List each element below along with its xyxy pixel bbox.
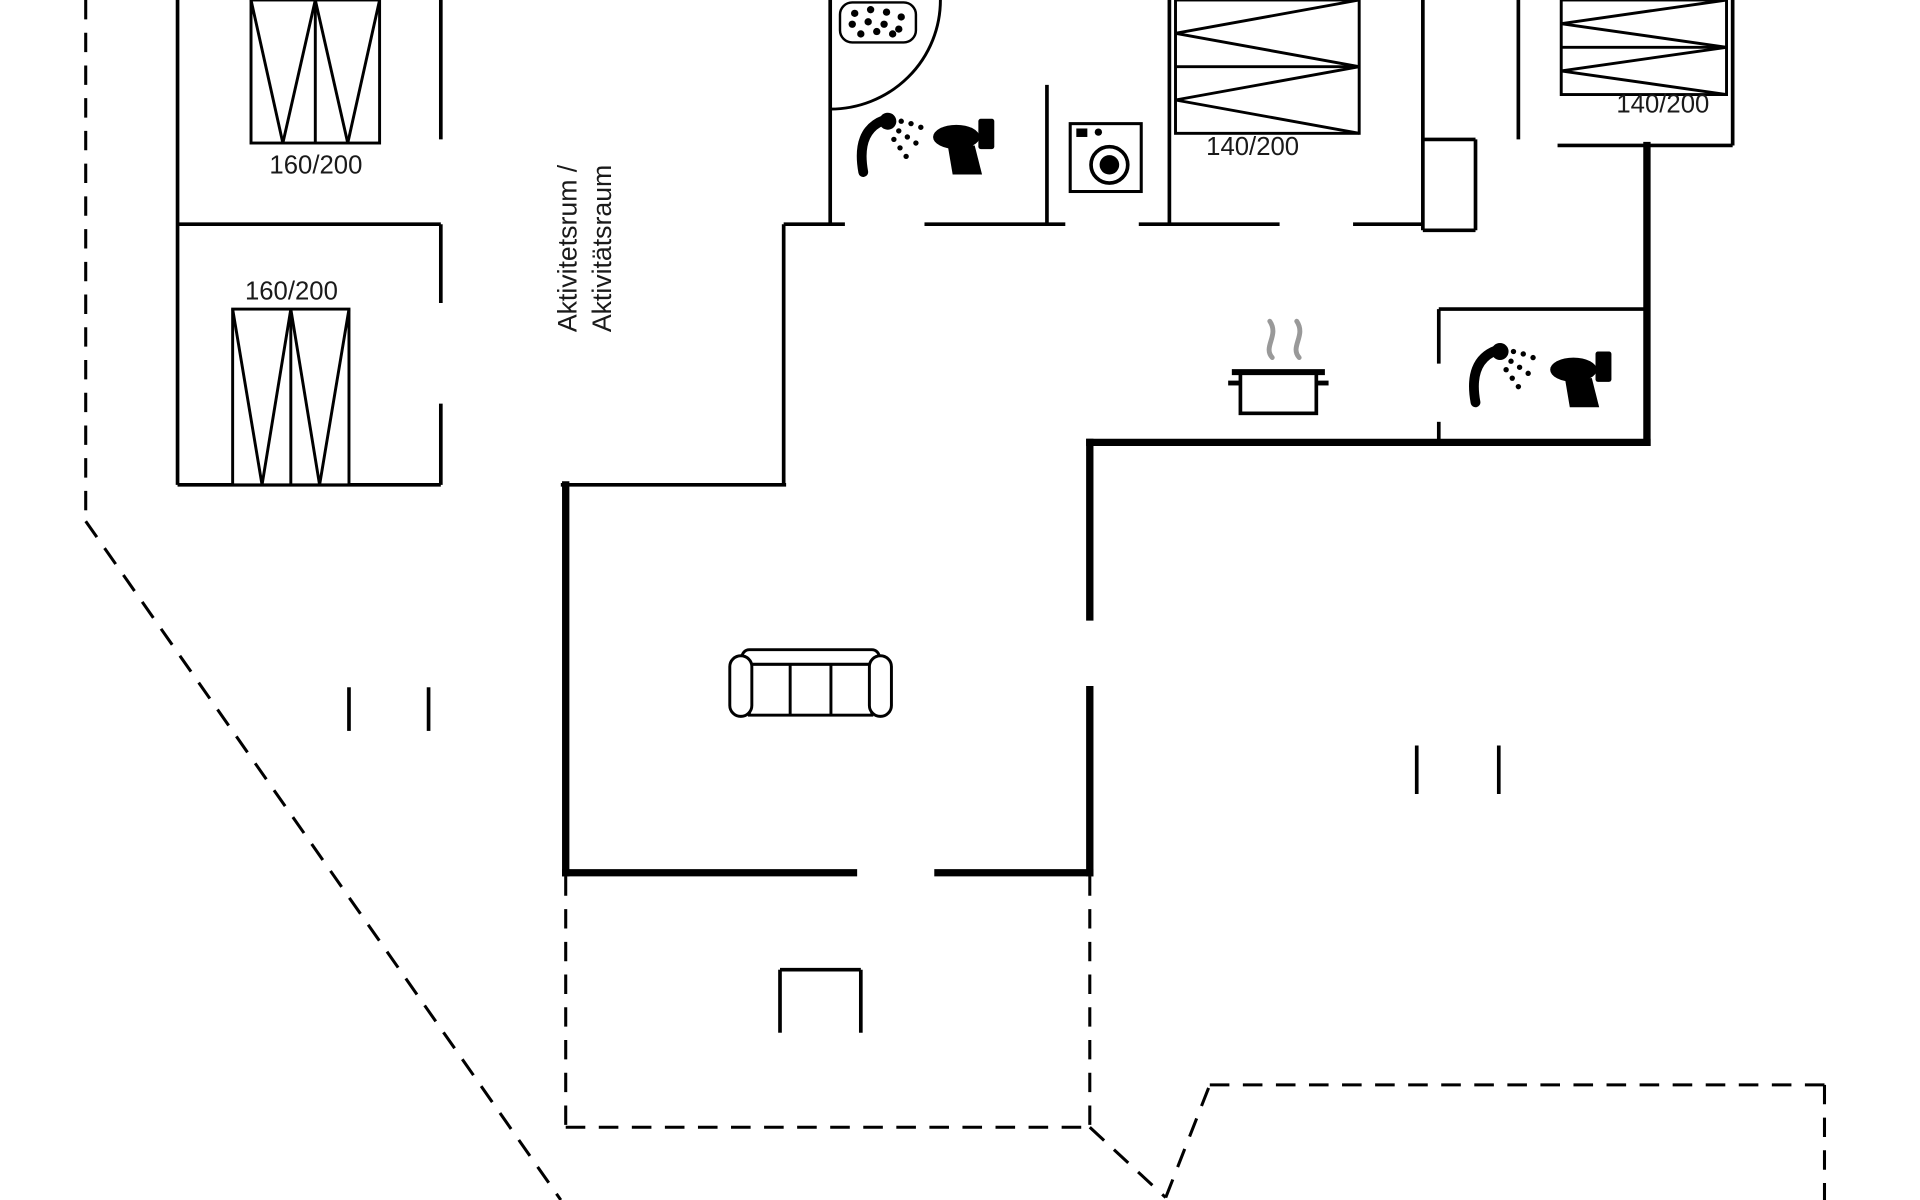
activity-room-label: Aktivitetsrum / <box>553 164 583 332</box>
double-bed-icon <box>231 307 351 487</box>
bed-size-label: 160/200 <box>269 151 362 179</box>
double-bed-icon <box>1559 0 1728 96</box>
sofa-icon <box>728 648 893 718</box>
walls-thick <box>562 141 1651 877</box>
toilet-icon <box>933 118 995 175</box>
bed-size-label: 140/200 <box>1206 133 1299 161</box>
shower-icon <box>862 113 924 172</box>
activity-room-label: Aktivitätsraum <box>587 165 617 332</box>
walls-thin <box>175 0 1735 1033</box>
terrace-dashed-boundary <box>84 0 1827 1200</box>
double-bed-icon <box>249 0 382 145</box>
bed-size-label: 140/200 <box>1616 91 1709 119</box>
double-bed-icon <box>1174 0 1361 135</box>
washing-machine-icon <box>1068 122 1143 194</box>
cooking-pot-icon <box>1228 318 1329 416</box>
toilet-icon <box>1550 351 1612 408</box>
shower-icon <box>1474 343 1536 402</box>
shower-cabin-icon <box>830 0 942 111</box>
bed-size-label: 160/200 <box>245 278 338 306</box>
